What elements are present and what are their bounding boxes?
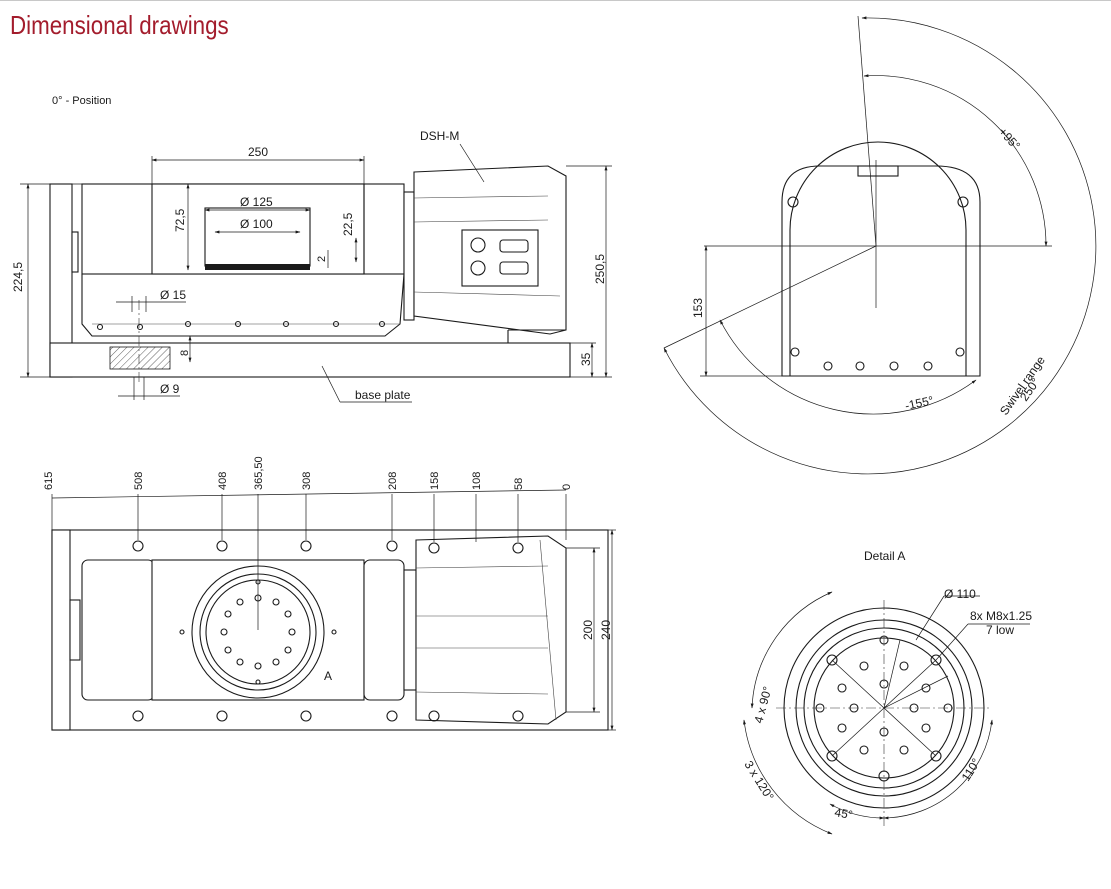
side-base-hatch	[109, 346, 171, 370]
swivel-view: +95° -155° Swivel range 250° 153	[663, 15, 1097, 475]
pos-label-208: 208	[387, 472, 399, 490]
detail-4x90-label: 4 x 90°	[751, 685, 774, 725]
pos-label-108: 108	[471, 472, 483, 490]
dim-dia-9-label: Ø 9	[160, 382, 180, 396]
detail-title: Detail A	[864, 549, 905, 563]
dim-153-label: 153	[691, 298, 705, 318]
pos-label-0: 0	[561, 484, 573, 490]
side-housing-rib2	[413, 219, 549, 223]
side-housing-rib3	[413, 291, 561, 297]
dim-8-label: 8	[179, 350, 191, 356]
arc-110	[883, 719, 993, 820]
base-plate-label: base plate	[355, 388, 411, 402]
detail-thread-depth-label: 7 low	[986, 623, 1014, 637]
top-right-block	[363, 559, 405, 701]
swivel-arc-range	[663, 16, 1097, 475]
top-left-block	[81, 559, 155, 701]
top-position-lines	[51, 489, 567, 630]
dim-22-5-label: 22,5	[341, 212, 355, 236]
detail-dia-110-label: Ø 110	[944, 587, 976, 601]
detail-rays	[831, 639, 949, 757]
product-leader	[459, 143, 485, 183]
pos-label-408: 408	[217, 472, 229, 490]
top-flange	[403, 569, 417, 691]
side-view: 0° - Position	[11, 95, 612, 403]
side-left-boss	[71, 231, 79, 273]
dim-200-label: 200	[581, 620, 595, 640]
side-housing-rib1	[413, 195, 549, 199]
dim-72-5-label: 72,5	[173, 208, 187, 232]
dim-250-label: 250	[248, 145, 268, 159]
top-left-boss	[69, 599, 81, 661]
pos-label-615: 615	[43, 472, 55, 490]
detail-45-label: 45°	[833, 805, 854, 822]
top-turntable-holes	[220, 579, 296, 685]
arc-45	[829, 803, 885, 820]
arc-4x90	[750, 591, 833, 709]
pos-label-508: 508	[133, 472, 145, 490]
side-sub-d-2	[499, 261, 529, 275]
product-label: DSH-M	[420, 129, 459, 143]
side-housing-foot	[507, 329, 566, 343]
arc-3x120	[743, 719, 833, 835]
top-drive-housing	[415, 535, 567, 725]
dim-dia-15-label: Ø 15	[160, 288, 186, 302]
pos-label-308: 308	[301, 472, 313, 490]
swivel-frame	[781, 165, 981, 377]
thread-leader	[935, 623, 969, 661]
swivel-arc-plus95	[863, 74, 1048, 247]
side-bolt-holes	[96, 320, 386, 331]
top-view: A 615 508 408 365,50 308 20	[43, 456, 616, 731]
dim-dia-100-label: Ø 100	[240, 217, 273, 231]
dia-110-leader	[915, 595, 945, 641]
side-connector-1	[470, 237, 486, 253]
top-rule	[0, 0, 1111, 1]
side-connector-panel	[461, 229, 539, 287]
page-title: Dimensional drawings	[10, 10, 229, 40]
top-bolt-holes	[132, 540, 524, 722]
pos-label-158: 158	[429, 472, 441, 490]
side-connector-2	[470, 260, 486, 276]
dim-35-label: 35	[579, 352, 593, 366]
side-carriage-lower	[81, 273, 405, 337]
dim-dia-125-label: Ø 125	[240, 195, 273, 209]
side-table-face	[205, 264, 310, 270]
dim-2-label: 2	[316, 256, 328, 262]
side-sub-d-1	[499, 239, 529, 253]
position-label: 0° - Position	[52, 95, 111, 107]
side-flange	[403, 191, 415, 321]
dim-250-5-label: 250,5	[593, 254, 607, 284]
dim-240-label: 240	[599, 620, 613, 640]
detail-3x120-label: 3 x 120°	[741, 758, 776, 803]
top-left-upright	[51, 529, 71, 731]
top-label-a: A	[324, 669, 332, 683]
detail-view: Detail A Ø 110	[741, 549, 1032, 835]
dim-224-5-label: 224,5	[11, 262, 25, 292]
pos-label-365-50: 365,50	[253, 456, 265, 490]
detail-thread-label: 8x M8x1.25	[970, 609, 1032, 623]
pos-label-58: 58	[513, 478, 525, 490]
swivel-arc-minus155	[719, 319, 977, 415]
swivel-minus155-label: -155°	[904, 393, 935, 413]
